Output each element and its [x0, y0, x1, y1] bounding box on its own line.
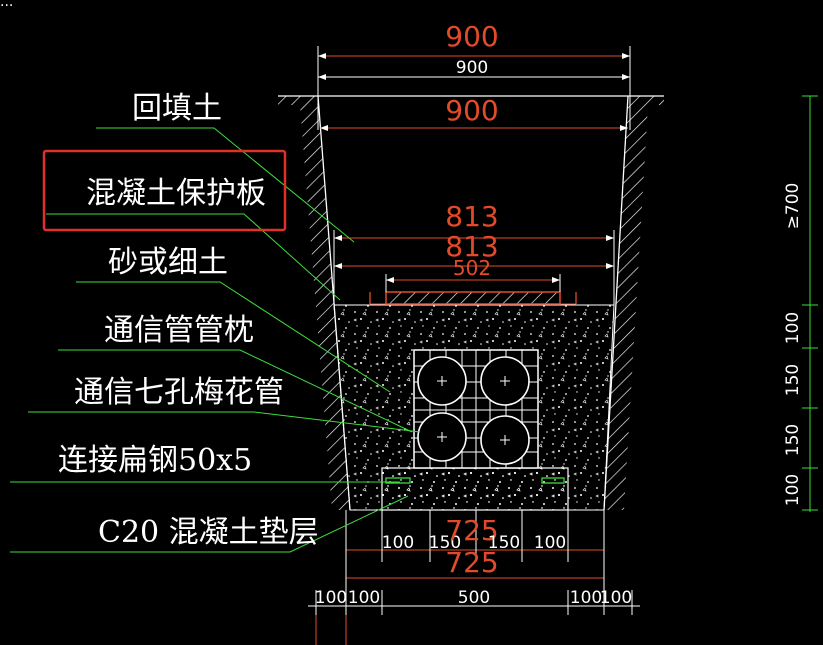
pipe-bottom-right: [480, 415, 530, 465]
dim-bottom-100-a: 100: [382, 533, 414, 553]
dim-900-red-2: 900: [445, 94, 498, 127]
dim-right-150-a: 150: [783, 364, 803, 396]
leader-lines: [10, 127, 421, 553]
label-cushion: C20 混凝土垫层: [98, 515, 319, 550]
bottom-inner-dim-lines: [345, 510, 605, 590]
dim-bottom-150-a: 150: [429, 533, 461, 553]
dim-right-100-a: 100: [783, 312, 803, 344]
leader-seven-hole-pipe: [28, 411, 421, 433]
highlight-box: [42, 149, 287, 232]
flat-steel-right: [541, 477, 565, 484]
label-pipe-pillow: 通信管管枕: [104, 313, 254, 348]
ground-surface: [278, 95, 664, 105]
dim-bottom-100-b: 100: [534, 533, 566, 553]
concrete-cushion: [381, 467, 569, 511]
dim-right-100-b: 100: [783, 474, 803, 506]
label-backfill: 回填土: [132, 91, 222, 126]
dim-502-red: 502: [453, 256, 491, 280]
flat-steel-left: [385, 477, 411, 484]
right-dimension-line: [802, 95, 818, 512]
dim-bottom-150-b: 150: [488, 533, 520, 553]
dim-900-red: 900: [445, 20, 498, 53]
dim-outer-100-b: 100: [348, 588, 380, 608]
dim-outer-100-a: 100: [315, 588, 347, 608]
dim-outer-500: 500: [458, 588, 490, 608]
bottom-outer-dim-lines: [308, 590, 640, 615]
dim-813-red-2: 813: [445, 230, 498, 263]
pipe-top-right: [480, 356, 530, 406]
dim-outer-100-c: 100: [570, 588, 602, 608]
leader-concrete-plate: [46, 213, 341, 301]
leader-pipe-pillow: [58, 349, 413, 433]
leader-sand: [76, 281, 391, 393]
dim-right-150-b: 150: [783, 424, 803, 456]
concrete-protection-plate: [369, 291, 577, 305]
pipe-top-left: [417, 356, 467, 406]
dim-813-red: 813: [445, 200, 498, 233]
dim-725-red: 725: [445, 514, 498, 547]
dim-outer-100-d: 100: [600, 588, 632, 608]
label-sand: 砂或细土: [108, 245, 228, 280]
label-seven-hole-pipe: 通信七孔梅花管: [74, 375, 284, 410]
pipe-bottom-left: [417, 412, 467, 462]
top-cropped-text: ...: [0, 0, 13, 10]
top-dim-ticks: [318, 53, 630, 283]
dim-725-red-2: 725: [445, 546, 498, 579]
top-dimension-lines: [317, 46, 631, 305]
leader-cushion: [10, 495, 409, 553]
label-flat-steel: 连接扁钢50x5: [58, 443, 252, 478]
dim-ge700: ≥700: [783, 183, 803, 230]
label-concrete-plate: 混凝土保护板: [86, 176, 266, 211]
leader-backfill: [96, 127, 355, 243]
dim-900-white: 900: [456, 58, 488, 78]
